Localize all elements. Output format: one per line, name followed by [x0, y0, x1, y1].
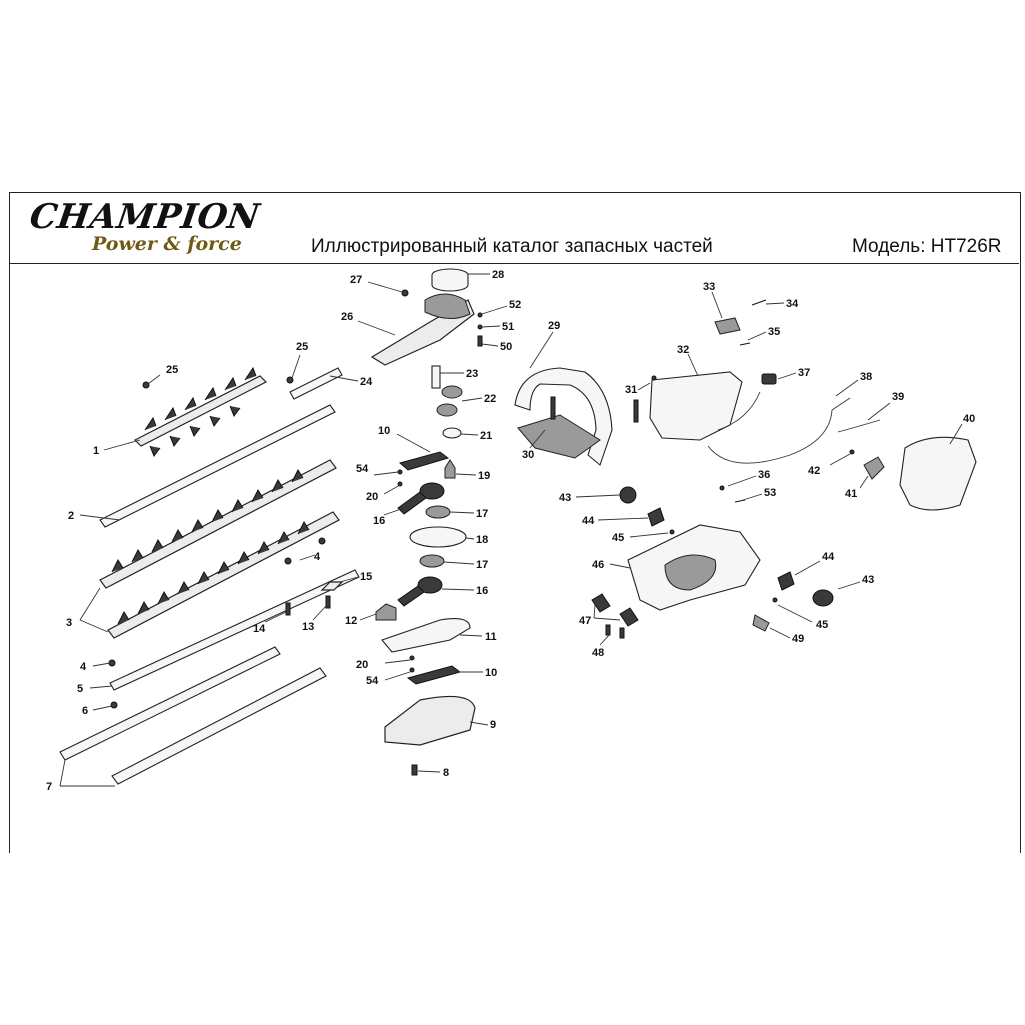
- part-label: 54: [366, 675, 379, 687]
- part-label: 47: [579, 615, 591, 627]
- part-label: 43: [862, 574, 874, 586]
- champion-logo: CHAMPION Power & force: [27, 197, 262, 263]
- logo-tagline: Power & force: [92, 233, 242, 255]
- part-label: 30: [522, 449, 534, 461]
- part-label: 16: [476, 585, 488, 597]
- part-label: 51: [502, 321, 514, 333]
- part-label: 7: [46, 781, 52, 793]
- part-label: 45: [816, 619, 828, 631]
- handle-parts: [514, 299, 977, 639]
- part-label: 52: [509, 299, 521, 311]
- part-label: 34: [786, 298, 799, 310]
- part-label: 15: [360, 571, 372, 583]
- part-label: 40: [963, 413, 975, 425]
- part-label: 45: [612, 532, 624, 544]
- part-label: 54: [356, 463, 369, 475]
- part-label: 23: [466, 368, 478, 380]
- part-label: 46: [592, 559, 604, 571]
- part-label: 16: [373, 515, 385, 527]
- part-label: 50: [500, 341, 512, 353]
- part-label: 28: [492, 269, 504, 281]
- part-label: 13: [302, 621, 314, 633]
- part-label: 44: [582, 515, 595, 527]
- part-label: 12: [345, 615, 357, 627]
- part-label: 53: [764, 487, 776, 499]
- part-label: 42: [808, 465, 820, 477]
- part-label: 49: [792, 633, 804, 645]
- part-label: 36: [758, 469, 770, 481]
- part-label: 5: [77, 683, 83, 695]
- model-number: Модель: HT726R: [852, 236, 1002, 257]
- part-label: 14: [253, 623, 266, 635]
- part-label: 6: [82, 705, 88, 717]
- part-label: 21: [480, 430, 492, 442]
- part-label: 17: [476, 559, 488, 571]
- part-label: 31: [625, 384, 637, 396]
- part-label: 10: [378, 425, 390, 437]
- part-label: 3: [66, 617, 72, 629]
- part-label: 4: [314, 551, 321, 563]
- catalog-frame: [9, 192, 1021, 853]
- part-label: 9: [490, 719, 496, 731]
- part-label: 25: [166, 364, 178, 376]
- part-label: 18: [476, 534, 488, 546]
- header-divider: [9, 263, 1019, 264]
- part-label: 27: [350, 274, 362, 286]
- part-label: 2: [68, 510, 74, 522]
- catalog-title: Иллюстрированный каталог запасных частей: [311, 236, 713, 257]
- part-callouts: 1 2 3 4 4 5 6 7 8 9 10 10 11 12 13 14: [46, 269, 975, 793]
- part-label: 11: [485, 631, 497, 643]
- part-label: 43: [559, 492, 571, 504]
- part-label: 32: [677, 344, 689, 356]
- part-label: 22: [484, 393, 496, 405]
- part-label: 4: [80, 661, 87, 673]
- part-label: 35: [768, 326, 780, 338]
- part-label: 44: [822, 551, 835, 563]
- part-label: 24: [360, 376, 373, 388]
- part-label: 33: [703, 281, 715, 293]
- part-label: 25: [296, 341, 308, 353]
- part-label: 10: [485, 667, 497, 679]
- part-label: 29: [548, 320, 560, 332]
- part-label: 20: [366, 491, 378, 503]
- part-label: 37: [798, 367, 810, 379]
- part-label: 39: [892, 391, 904, 403]
- part-label: 19: [478, 470, 490, 482]
- part-label: 17: [476, 508, 488, 520]
- part-label: 41: [845, 488, 857, 500]
- part-label: 20: [356, 659, 368, 671]
- part-label: 48: [592, 647, 604, 659]
- gearbox-parts: [370, 268, 483, 776]
- blade-parts: [59, 366, 360, 785]
- part-label: 38: [860, 371, 872, 383]
- part-label: 1: [93, 445, 99, 457]
- part-label: 8: [443, 767, 449, 779]
- part-label: 26: [341, 311, 353, 323]
